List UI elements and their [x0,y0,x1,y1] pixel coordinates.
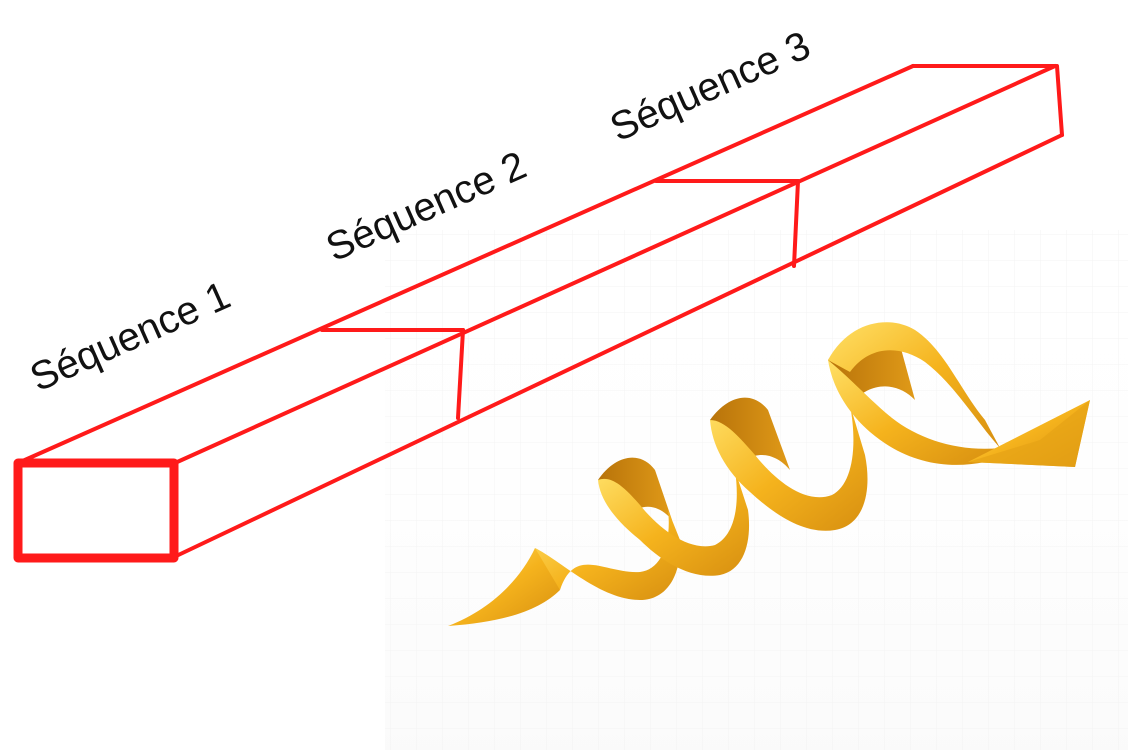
beam-bottom-front-edge [170,133,1064,560]
beam-divider-2-side [792,179,800,268]
ribbon-coil-3 [828,360,1000,465]
ribbon-arrow-head-shade [968,400,1090,467]
sequence-label-3: Séquence 3 [604,23,817,150]
ribbon-coil-2 [710,405,868,531]
beam-top-back-edge [16,64,915,465]
beam-near-end-face [13,458,179,563]
beam-3d-icon [13,64,1064,563]
beam-divider-1-side [456,328,465,420]
beam-far-end-side [1055,64,1064,137]
ribbon-tail [448,548,560,626]
ribbon-front-sweep-1 [535,510,681,600]
ribbon-coil-3-upper [828,322,1000,448]
spiral-arrow-icon [448,322,1090,626]
beam-top-front-edge [173,64,1057,465]
ribbon-coil-1 [598,470,750,576]
